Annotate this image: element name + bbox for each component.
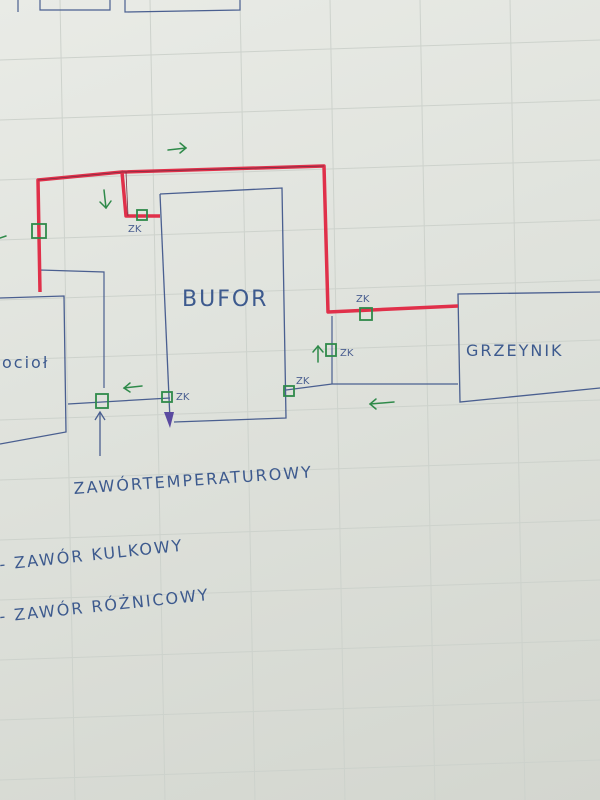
- pointer-arrow-icon: [94, 410, 106, 456]
- valve-markers: [31, 209, 373, 409]
- radiator-label: GRZEYNIK: [466, 341, 564, 360]
- buffer-tank: [159, 187, 287, 423]
- valve-square: [161, 391, 173, 403]
- valve-square: [136, 209, 148, 221]
- return-pipe: [67, 316, 458, 405]
- top-partial-boxes: [17, 0, 241, 13]
- zk-label: ZK: [128, 224, 142, 235]
- legend-ball-valve: - ZAWÓR KULKOWY: [0, 536, 184, 574]
- thermo-valve-label: ZAWÓRTEMPERATUROWY: [73, 462, 314, 498]
- supply-pipe-inner: [37, 165, 325, 217]
- arrow-left-icon: [0, 235, 7, 239]
- valve-tick: [164, 412, 174, 428]
- arrow-up-icon: [312, 344, 324, 363]
- legend-diff-valve: - ZAWÓR RÓŻNICOWY: [0, 585, 210, 626]
- arrow-left-icon: [368, 398, 395, 410]
- boiler-block: [0, 295, 67, 445]
- valve-square: [325, 343, 337, 357]
- radiator-block: [457, 291, 600, 403]
- valve-square: [359, 307, 373, 321]
- zk-label: ZK: [340, 348, 354, 359]
- zk-label: ZK: [176, 392, 190, 403]
- arrow-down-icon: [99, 189, 112, 210]
- buffer-label: BUFOR: [182, 287, 268, 312]
- valve-square: [283, 385, 295, 397]
- arrow-right-icon: [167, 142, 188, 154]
- boiler-label: ocioł: [2, 353, 49, 372]
- valve-square: [31, 223, 47, 239]
- valve-square: [95, 393, 109, 409]
- arrow-left-icon: [122, 382, 143, 393]
- zk-label: ZK: [356, 294, 370, 305]
- boiler-riser: [39, 269, 105, 388]
- flow-arrows: [0, 142, 395, 410]
- zk-label: ZK: [296, 376, 310, 387]
